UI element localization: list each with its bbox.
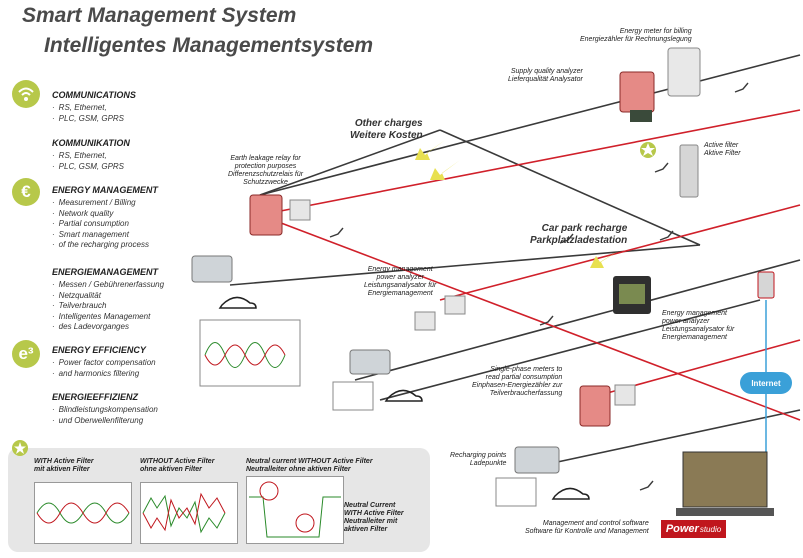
energieeffizienz-list: Blindleistungskompensation und Oberwelle… bbox=[52, 405, 158, 426]
energy-efficiency-heading: ENERGY EFFICIENCY bbox=[52, 345, 146, 355]
list-item: Netzqualität bbox=[52, 291, 164, 302]
kommunikation-heading: KOMMUNIKATION bbox=[52, 138, 130, 148]
list-item: Intelligentes Management bbox=[52, 312, 164, 323]
neutral-current-graph bbox=[246, 476, 344, 544]
list-item: Network quality bbox=[52, 209, 149, 220]
title-german: Intelligentes Managementsystem bbox=[44, 34, 374, 57]
wifi-icon bbox=[12, 80, 40, 108]
energieeffizienz-heading: ENERGIEEFFIZIENZ bbox=[52, 392, 139, 402]
list-item: Smart management bbox=[52, 230, 149, 241]
star-icon bbox=[12, 440, 28, 456]
kommunikation-list: RS, Ethernet, PLC, GSM, GPRS bbox=[52, 151, 124, 172]
list-item: Blindleistungskompensation bbox=[52, 405, 158, 416]
list-item: and harmonics filtering bbox=[52, 369, 156, 380]
list-item: of the recharging process bbox=[52, 240, 149, 251]
energy-management-list: Measurement / Billing Network quality Pa… bbox=[52, 198, 149, 251]
e3-icon: e³ bbox=[12, 340, 40, 368]
list-item: PLC, GSM, GPRS bbox=[52, 162, 124, 173]
euro-icon: € bbox=[12, 178, 40, 206]
list-item: PLC, GSM, GPRS bbox=[52, 114, 124, 125]
list-item: RS, Ethernet, bbox=[52, 151, 124, 162]
communications-list: RS, Ethernet, PLC, GSM, GPRS bbox=[52, 103, 124, 124]
list-item: und Oberwellenfilterung bbox=[52, 416, 158, 427]
without-filter-graph bbox=[140, 482, 238, 544]
list-item: Partial consumption bbox=[52, 219, 149, 230]
list-item: RS, Ethernet, bbox=[52, 103, 124, 114]
list-item: Power factor compensation bbox=[52, 358, 156, 369]
with-filter-graph bbox=[34, 482, 132, 544]
energy-efficiency-list: Power factor compensation and harmonics … bbox=[52, 358, 156, 379]
list-item: Measurement / Billing bbox=[52, 198, 149, 209]
list-item: Teilverbrauch bbox=[52, 301, 164, 312]
communications-heading: COMMUNICATIONS bbox=[52, 90, 136, 100]
list-item: Messen / Gebührenerfassung bbox=[52, 280, 164, 291]
energiemanagement-heading: ENERGIEMANAGEMENT bbox=[52, 267, 159, 277]
title-english: Smart Management System bbox=[22, 4, 297, 27]
energiemanagement-list: Messen / Gebührenerfassung Netzqualität … bbox=[52, 280, 164, 333]
energy-management-heading: ENERGY MANAGEMENT bbox=[52, 185, 158, 195]
internet-cloud: Internet bbox=[740, 372, 792, 394]
list-item: des Ladevorganges bbox=[52, 322, 164, 333]
